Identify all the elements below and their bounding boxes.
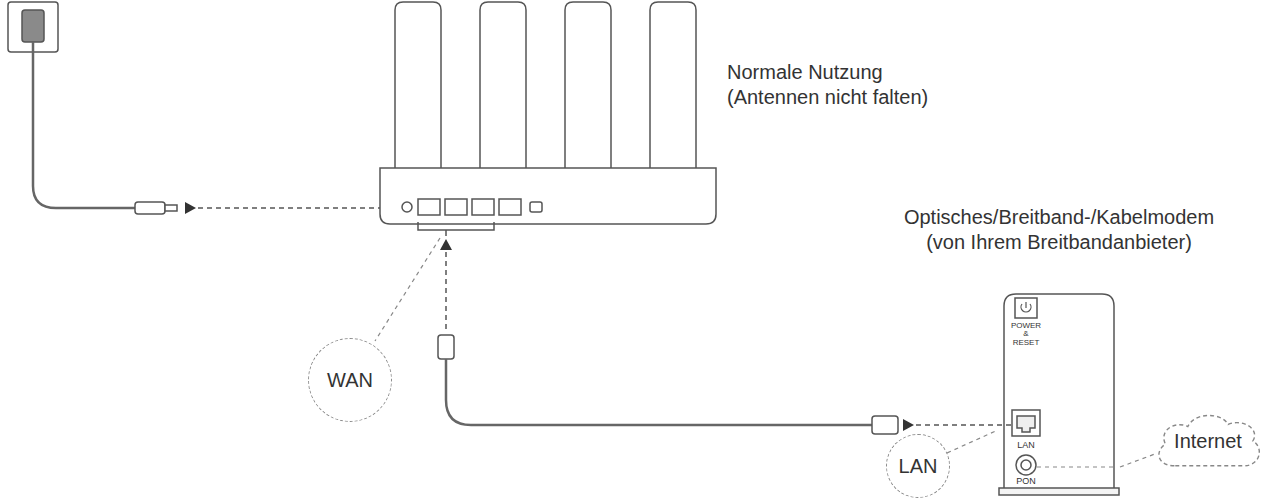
ethernet-plug	[872, 416, 898, 434]
cloud-outline	[1159, 415, 1259, 465]
router-body	[380, 168, 716, 224]
leader-line	[1120, 453, 1156, 467]
lan-port	[1012, 410, 1040, 436]
modem-foot	[999, 488, 1119, 495]
ethernet-cable	[446, 359, 872, 425]
internet-cloud: Internet	[1152, 410, 1264, 472]
ethernet-port	[418, 199, 440, 215]
antenna	[565, 2, 611, 168]
antenna	[650, 2, 696, 168]
antenna	[480, 2, 526, 168]
power-button	[1015, 298, 1037, 318]
modem-heading: Optisches/Breitband-/Kabelmodem (von Ihr…	[893, 205, 1225, 255]
callout-circle: LAN	[886, 434, 950, 498]
leader-line	[1037, 466, 1114, 467]
power-cable	[33, 42, 135, 208]
power-adapter	[8, 2, 177, 214]
ethernet-plug	[438, 335, 454, 359]
reset-button	[530, 202, 542, 212]
leader-line	[947, 430, 998, 453]
port-label: LAN	[1008, 440, 1044, 451]
port-label: PON	[1008, 476, 1044, 487]
plug-tip	[165, 205, 177, 211]
arrow-head	[903, 419, 914, 431]
modem-body	[1004, 294, 1114, 488]
usage-note: Normale Nutzung (Antennen nicht falten)	[727, 60, 952, 110]
router	[380, 2, 716, 224]
plug-in-arrow	[445, 252, 447, 333]
leader-line	[375, 238, 440, 341]
pon-socket	[1021, 460, 1031, 470]
callout-text: LAN	[899, 454, 938, 479]
plug-in-arrow	[198, 207, 402, 209]
lan-socket	[1017, 416, 1035, 432]
arrow-head	[185, 202, 196, 214]
ethernet-port	[445, 199, 467, 215]
bracket-stem	[445, 230, 447, 236]
cloud-text: Internet	[1174, 429, 1242, 454]
button-label: POWER & RESET	[1010, 322, 1042, 347]
modem: Optisches/Breitband-/Kabelmodem (von Ihr…	[998, 292, 1120, 496]
callout-text: WAN	[327, 368, 373, 393]
callout-circle: WAN	[308, 338, 392, 422]
power-port	[402, 202, 412, 212]
power-icon	[1021, 302, 1031, 312]
ethernet-port	[472, 199, 494, 215]
antenna	[395, 2, 441, 168]
port-bracket	[418, 222, 494, 230]
pon-port	[1016, 455, 1036, 475]
ethernet-port	[499, 199, 521, 215]
plug-in-arrow	[916, 424, 1012, 426]
arrow-head	[440, 239, 452, 250]
adapter-body	[22, 10, 44, 42]
power-plug	[135, 202, 165, 214]
